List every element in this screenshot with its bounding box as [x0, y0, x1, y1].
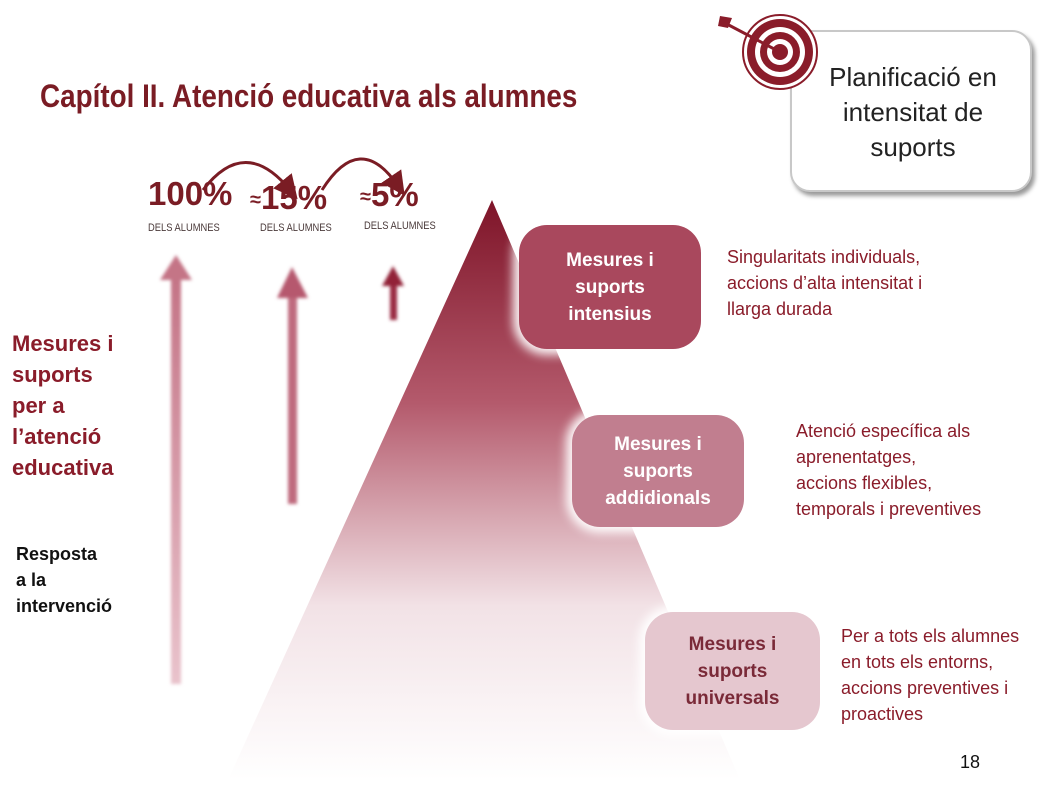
- arrow-100-percent: [160, 255, 192, 684]
- curved-arrow-1: [201, 161, 298, 200]
- percent-5: ≈5%: [360, 176, 419, 213]
- level-description-universals: Per a tots els alumnes en tots els entor…: [841, 626, 1020, 724]
- level-box-universals: Mesures i suports universals: [645, 612, 820, 730]
- percent-100-label: DELS ALUMNES: [148, 222, 220, 234]
- level-description-intensius: Singularitats individuals, accions d’alt…: [727, 247, 923, 319]
- page-number: 18: [960, 752, 981, 772]
- percent-15: ≈15%: [250, 179, 328, 216]
- curved-arrow-2: [320, 157, 405, 196]
- arrow-5-percent: [382, 266, 404, 320]
- left-subheading: Resposta a la intervenció: [16, 544, 113, 616]
- pyramid: [228, 200, 740, 780]
- callout-text: Planificació en intensitat de suports: [829, 62, 997, 162]
- target-icon: [718, 14, 818, 90]
- arrow-15-percent: [277, 267, 308, 504]
- slide-title: Capítol II. Atenció educativa als alumne…: [40, 78, 578, 114]
- callout-box: [790, 30, 1032, 192]
- level-description-addicionals: Atenció específica als aprenentatges, ac…: [796, 421, 982, 519]
- level-box-intensius: Mesures i suports intensius: [519, 225, 701, 349]
- percent-100: 100%: [148, 175, 233, 212]
- percent-5-label: DELS ALUMNES: [364, 220, 436, 232]
- left-heading: Mesures i suports per a l’atenció educat…: [12, 331, 114, 480]
- level-box-addicionals: Mesures i suports addidionals: [572, 415, 744, 527]
- percent-15-label: DELS ALUMNES: [260, 222, 332, 234]
